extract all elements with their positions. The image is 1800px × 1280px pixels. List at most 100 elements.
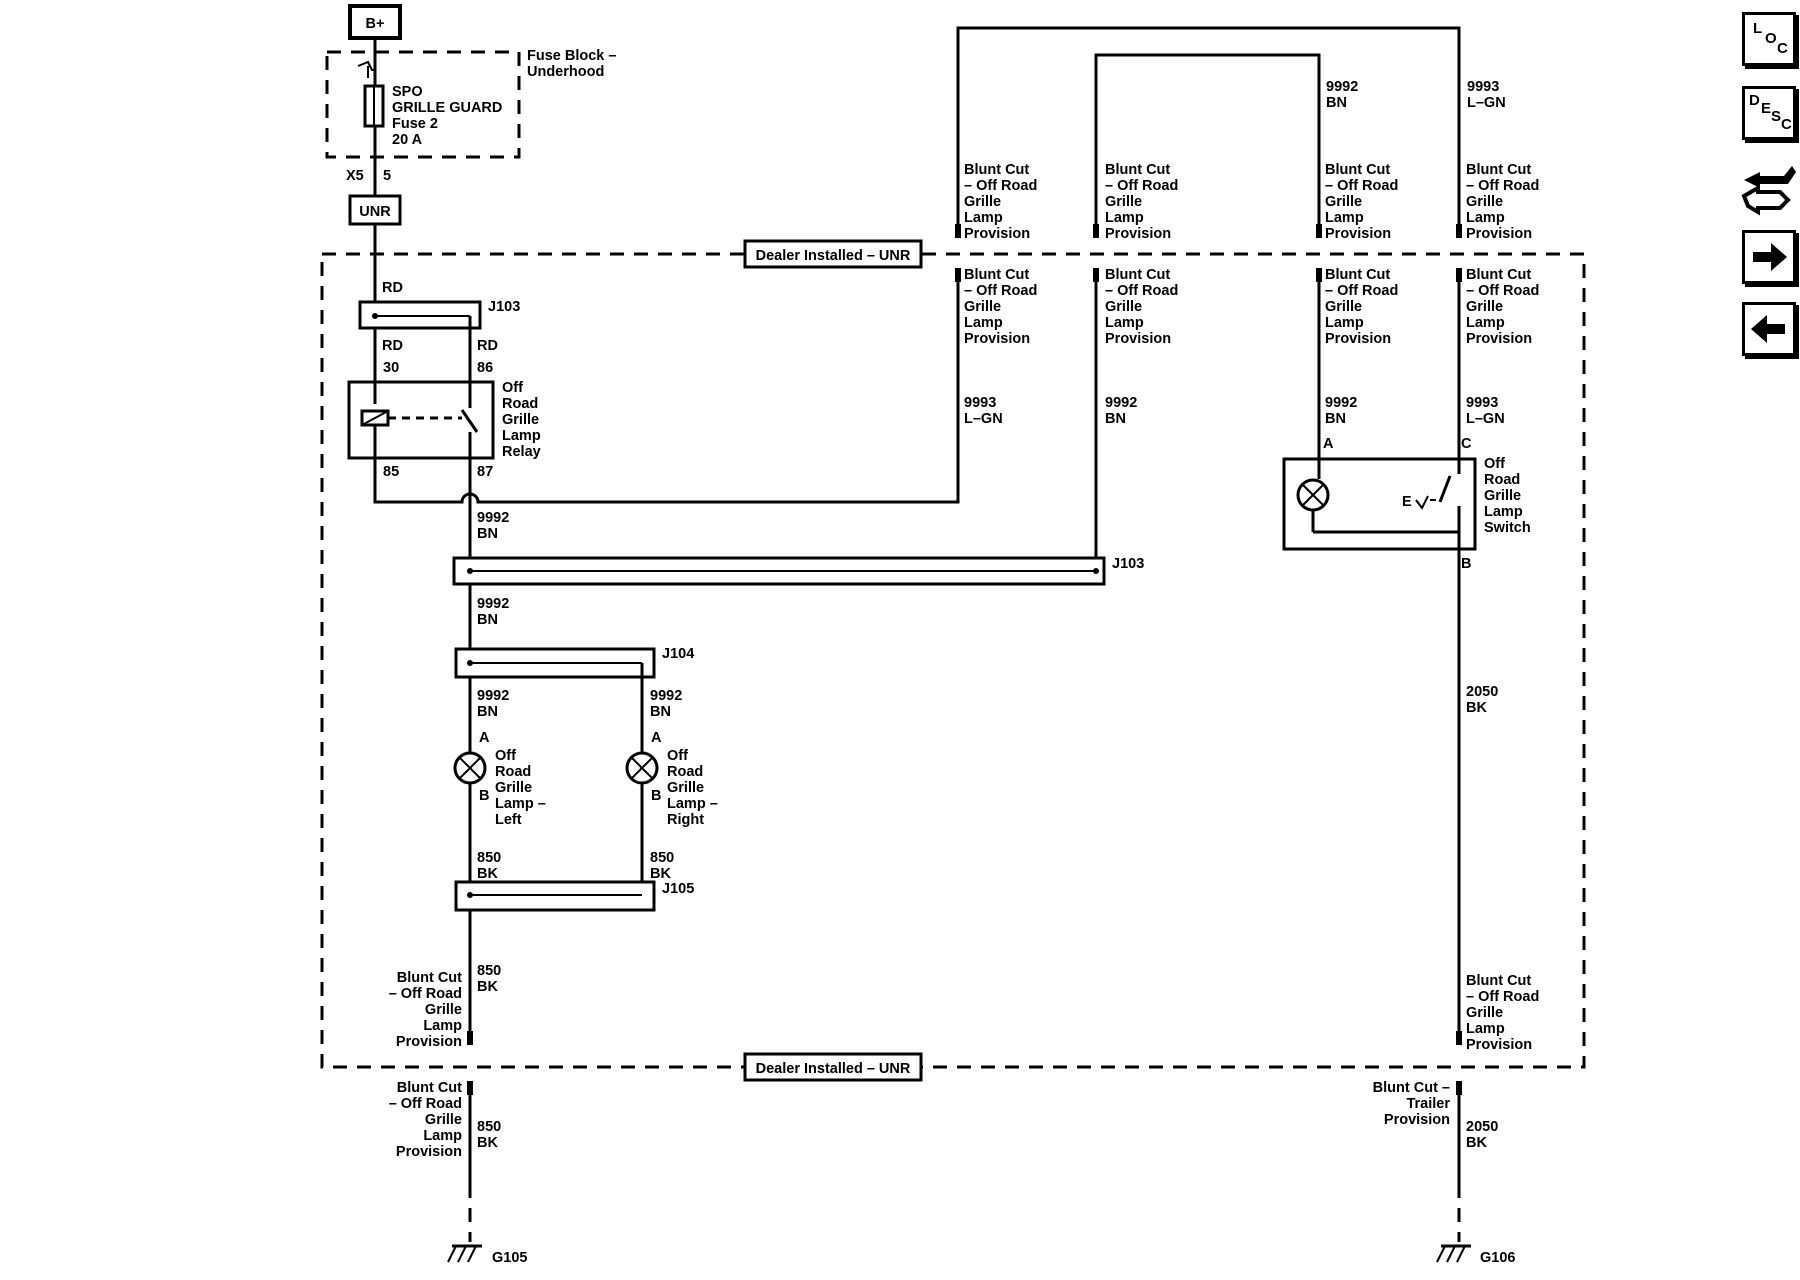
arrow-left-icon [1751,315,1785,343]
svg-text:J103: J103 [1112,556,1144,572]
relay-pin-85: 85 [383,464,399,480]
previous-button[interactable] [1742,302,1796,356]
desc-letter-c: C [1781,116,1792,133]
dealer-installed-boundary [320,252,1586,1069]
battery-positive-label: B+ [366,16,385,32]
splice-j104: J104 [454,646,694,895]
wire-rd-right: RD [477,338,498,354]
dealer-label-top: Dealer Installed – UNR [743,239,923,269]
switch-pin-a: A [1323,436,1334,452]
svg-text:Dealer Installed – UNR: Dealer Installed – UNR [756,248,911,264]
svg-text:G106: G106 [1480,1250,1515,1266]
svg-text:G105: G105 [492,1250,527,1266]
relay-pin-30: 30 [383,360,399,376]
desc-letter-s: S [1771,108,1782,125]
desc-letter-e: E [1761,100,1772,117]
ground-icon [1436,1244,1471,1263]
wire-9993-top: 9993 L–GN [1467,79,1506,111]
switch-pin-b: B [1461,556,1471,572]
svg-text:A: A [651,730,662,746]
fuse-block-label: Fuse Block – Underhood [527,48,620,80]
svg-text:A: A [479,730,490,746]
wire-9992-top: 9992 BN [1326,79,1362,111]
splice-j105: J105 [454,880,694,912]
svg-text:UNR: UNR [359,204,391,220]
svg-text:J103: J103 [488,299,520,315]
next-button[interactable] [1742,230,1796,284]
fuse-block: Fuse Block – Underhood SPO GRILLE GUARD … [325,48,620,159]
wire-rd-left: RD [382,338,403,354]
fuse-pin-label: 5 [383,168,391,184]
dealer-label-bottom: Dealer Installed – UNR [743,1052,923,1082]
splice-j103-middle: J103 [452,556,1144,586]
description-button[interactable]: D E S C [1742,86,1796,140]
fuse-connector-label: X5 [346,168,364,184]
connector-button[interactable] [1740,158,1798,218]
svg-text:J105: J105 [662,881,694,897]
location-button[interactable]: L O C [1742,12,1796,66]
svg-text:B: B [651,788,661,804]
relay-label: Off Road Grille Lamp Relay [502,380,545,460]
relay-pin-87: 87 [477,464,493,480]
arrow-right-icon [1753,243,1787,271]
loc-letter-c: C [1777,40,1788,57]
relay-pin-86: 86 [477,360,493,376]
relay: Off Road Grille Lamp Relay [347,380,545,460]
unr-box: UNR [348,194,402,226]
wire-rd-label: RD [382,280,403,296]
svg-text:B: B [479,788,489,804]
svg-text:J104: J104 [662,646,694,662]
switch-pin-c: C [1461,436,1472,452]
battery-positive: B+ [348,4,402,40]
ground-icon [447,1244,482,1263]
ground-g106: G106 [1436,1244,1515,1266]
splice-j103-top: J103 [358,299,520,382]
loc-letter-o: O [1765,30,1777,47]
switch-actuator-icon: E [1402,494,1412,510]
fuse-label: SPO GRILLE GUARD Fuse 2 20 A [392,84,506,148]
